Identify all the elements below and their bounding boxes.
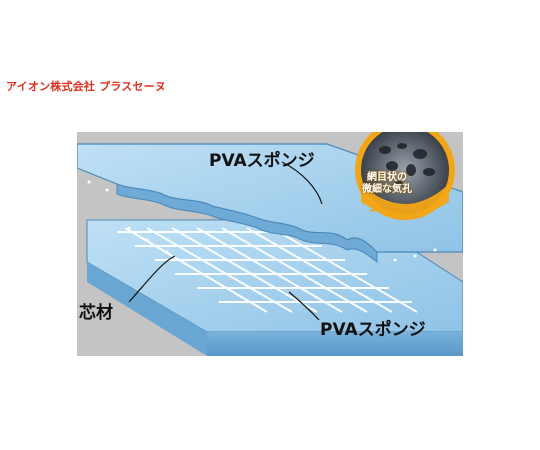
callout-line-1: 網目状の [367, 172, 407, 183]
core-mesh [117, 227, 418, 313]
callout-line-2: 微細な気孔 [362, 184, 412, 195]
bottom-sponge-front-face [207, 332, 463, 356]
core-label: 芯材 [79, 303, 113, 323]
top-sponge-label: PVAスポンジ [209, 151, 315, 171]
brand-name: アイオン株式会社 プラスセーヌ [6, 80, 167, 93]
diagram-figure [77, 132, 463, 356]
sponge-cross-section [77, 132, 463, 356]
leader-lines [128, 161, 323, 321]
edge-dots [87, 180, 437, 262]
top-sponge-cut-edge [116, 183, 378, 264]
bottom-sponge-label: PVAスポンジ [320, 320, 426, 340]
callout-text: 網目状の 微細な気孔 [350, 172, 424, 196]
bottom-sponge-left-face [87, 262, 207, 356]
foam-callout-badge [355, 132, 455, 220]
